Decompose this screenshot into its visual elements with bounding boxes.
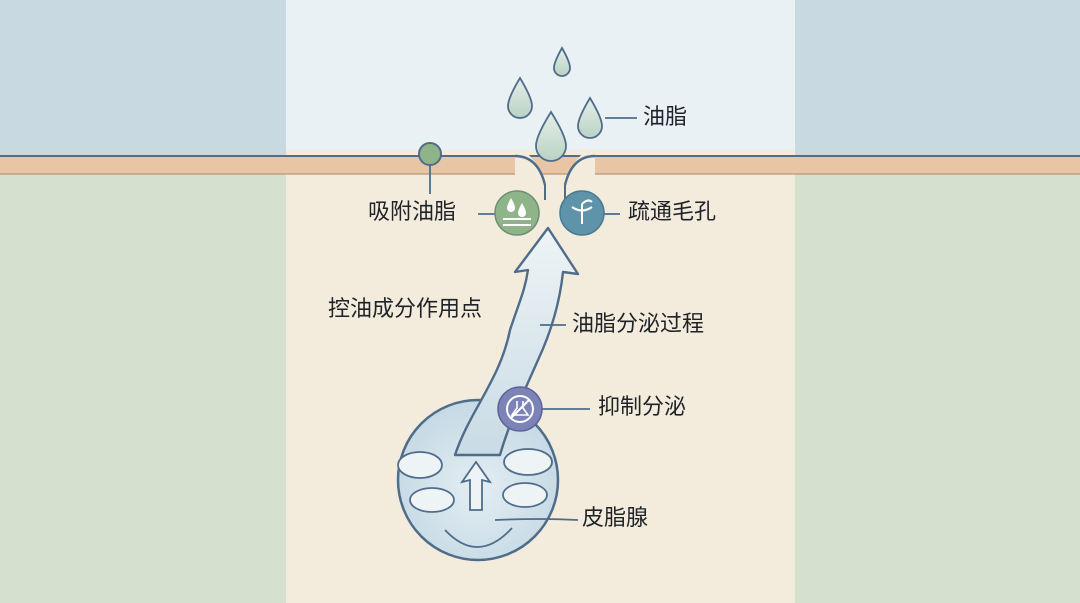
pore-edge-right (563, 154, 596, 186)
dermis-area (286, 150, 795, 603)
marker-dot (418, 142, 442, 166)
left-ground-panel (0, 160, 286, 603)
no-flask-icon (497, 386, 543, 432)
label-control-point: 控油成分作用点 (328, 297, 483, 322)
droplets-absorb-icon (494, 190, 540, 236)
left-sky-panel (0, 0, 286, 160)
skin-surface-band (0, 156, 1080, 174)
label-sebaceous-gland: 皮脂腺 (582, 506, 649, 531)
pore-edge-left (514, 154, 547, 186)
leader-lines (429, 117, 637, 521)
right-sky-panel (795, 0, 1080, 160)
label-inhibit-secretion: 抑制分泌 (598, 395, 687, 420)
right-ground-panel (795, 160, 1080, 603)
pore-hair-icon (559, 190, 605, 236)
gland-inner-arrow (459, 460, 493, 511)
label-oil: 油脂 (643, 105, 688, 130)
oil-droplets (507, 46, 603, 162)
label-unclog-pores: 疏通毛孔 (628, 200, 717, 225)
label-absorb-oil: 吸附油脂 (368, 200, 457, 225)
sky-area (286, 0, 795, 150)
label-secretion-process: 油脂分泌过程 (572, 312, 705, 337)
gland-lobes (397, 448, 553, 548)
